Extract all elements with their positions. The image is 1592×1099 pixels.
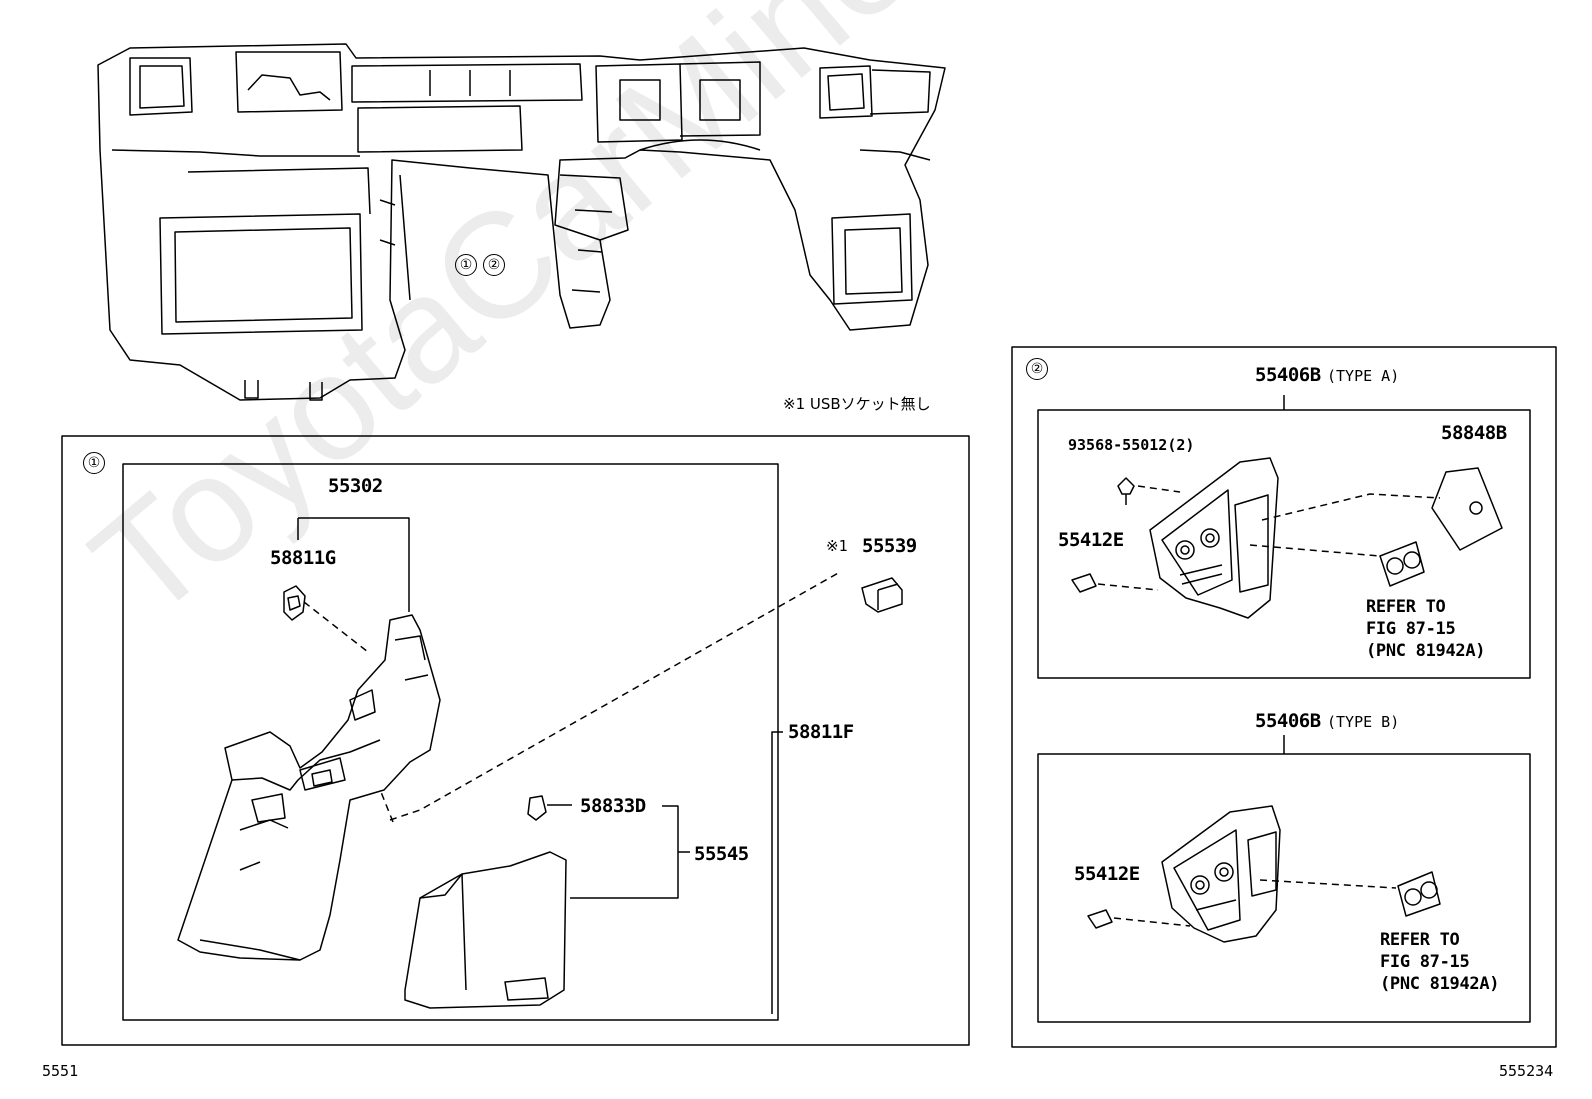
typeA-type-label: (TYPE A) <box>1327 367 1400 385</box>
usb-footnote: ※1 USBソケット無し <box>783 395 931 413</box>
part-93568-55012: 93568-55012(2) <box>1068 436 1195 454</box>
instrument-panel-drawing <box>97 43 946 401</box>
part-58811G: 58811G <box>270 547 336 569</box>
typeA-part-55412E: 55412E <box>1058 529 1124 551</box>
part-58811F: 58811F <box>788 721 854 743</box>
panel2-marker: ② <box>1026 358 1048 380</box>
typeB-type-label: (TYPE B) <box>1327 713 1400 731</box>
callout-1-top: ① <box>455 254 477 276</box>
typeB-part-55412E: 55412E <box>1074 863 1140 885</box>
panel1-marker: ① <box>83 452 105 474</box>
typeA-part-55406B: 55406B <box>1255 364 1321 386</box>
typeB-refer-note: REFER TO FIG 87-15 (PNC 81942A) <box>1380 930 1500 994</box>
part-55539: 55539 <box>862 535 917 557</box>
typeA-refer-note: REFER TO FIG 87-15 (PNC 81942A) <box>1366 597 1486 661</box>
footer-right-code: 555234 <box>1499 1062 1554 1080</box>
footer-left-code: 5551 <box>42 1062 79 1080</box>
typeB-part-55406B: 55406B <box>1255 710 1321 732</box>
part-55545: 55545 <box>694 843 749 865</box>
part-58833D: 58833D <box>580 795 646 817</box>
callout-2-top: ② <box>483 254 505 276</box>
part-58848B: 58848B <box>1441 422 1507 444</box>
part-55302: 55302 <box>328 475 383 497</box>
note-marker-1: ※1 <box>826 537 848 555</box>
